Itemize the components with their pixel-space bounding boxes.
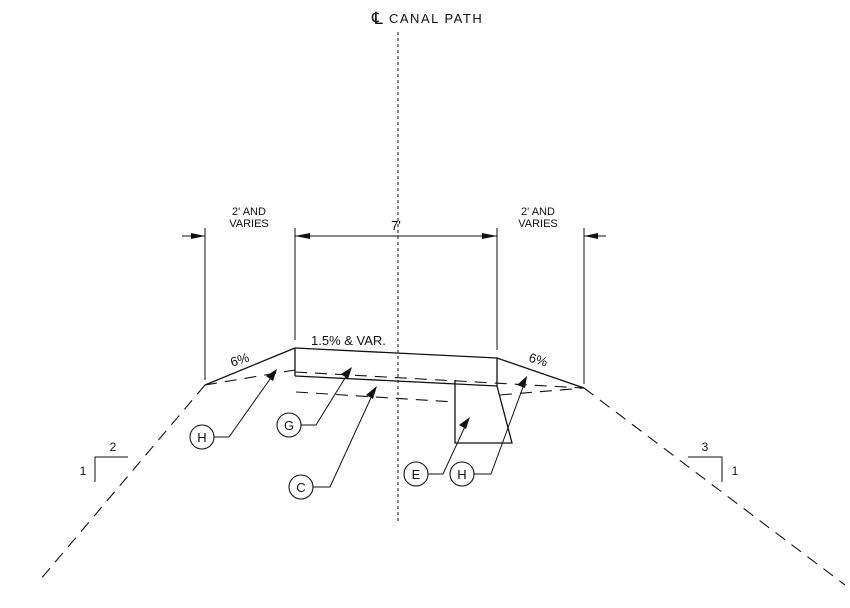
callout-h-right-bubble xyxy=(449,461,475,487)
right-side-slope xyxy=(583,387,846,586)
right-slope-run: 3 xyxy=(702,440,709,454)
callout-h-left-label: H xyxy=(197,430,206,445)
right-shoulder-slope-label: 6% xyxy=(527,350,550,370)
callout-e-bubble xyxy=(403,461,429,487)
dim-left-label-line1: 2' AND xyxy=(232,206,266,218)
right-slope-rise: 1 xyxy=(732,464,739,478)
callout-g-leader xyxy=(301,369,351,426)
subbase-top-line xyxy=(294,371,585,389)
callout-c-arrow xyxy=(366,386,377,399)
callout-h-right-leader xyxy=(474,378,527,475)
path-surface xyxy=(294,347,498,359)
callout-h-left-leader xyxy=(214,371,276,438)
subbase-bottom-right-line xyxy=(499,387,585,396)
dim-left-label-line2: VARIES xyxy=(229,218,269,230)
left-slope-run: 2 xyxy=(110,440,117,454)
left-slope-symbol xyxy=(94,456,128,482)
callout-h-left-arrow xyxy=(266,369,277,381)
pavement-bottom-line xyxy=(294,375,498,387)
left-subgrade-line xyxy=(204,369,296,386)
callout-c-leader xyxy=(313,388,376,488)
callout-e-arrow xyxy=(459,417,470,429)
callout-h-left-bubble xyxy=(189,424,215,450)
dim-right-arrow xyxy=(584,233,598,239)
right-shoulder-surface xyxy=(496,357,585,389)
callout-h-right-label: H xyxy=(457,467,466,482)
dim-7ft-arrow-right xyxy=(482,233,497,239)
centerline-symbol: ℄ xyxy=(371,9,383,28)
subbase-bottom-line xyxy=(295,391,456,403)
left-shoulder-slope-label: 6% xyxy=(229,350,252,370)
callout-c-label: C xyxy=(296,480,305,495)
callout-g-bubble xyxy=(276,412,302,438)
dim-right-label-line1: 2' AND xyxy=(521,206,555,218)
callout-g-label: G xyxy=(284,418,294,433)
right-slope-symbol xyxy=(688,456,723,482)
dim-7ft-label: 7' xyxy=(391,218,401,233)
callout-e-leader xyxy=(428,419,469,475)
path-surface-slope-label: 1.5% & VAR. xyxy=(311,333,386,348)
callout-e-label: E xyxy=(412,467,421,482)
callout-g-arrow xyxy=(341,367,352,379)
dim-right-label-line2: VARIES xyxy=(518,218,558,230)
left-slope-rise: 1 xyxy=(80,464,87,478)
callout-h-right-arrow xyxy=(517,376,527,388)
dim-left-arrow xyxy=(191,233,205,239)
centerline-label: CANAL PATH xyxy=(389,11,483,26)
left-side-slope xyxy=(39,384,206,581)
left-shoulder-surface xyxy=(204,347,296,386)
edge-element-outline xyxy=(454,380,513,444)
callout-c-bubble xyxy=(288,474,314,500)
dim-7ft-arrow-left xyxy=(295,233,310,239)
